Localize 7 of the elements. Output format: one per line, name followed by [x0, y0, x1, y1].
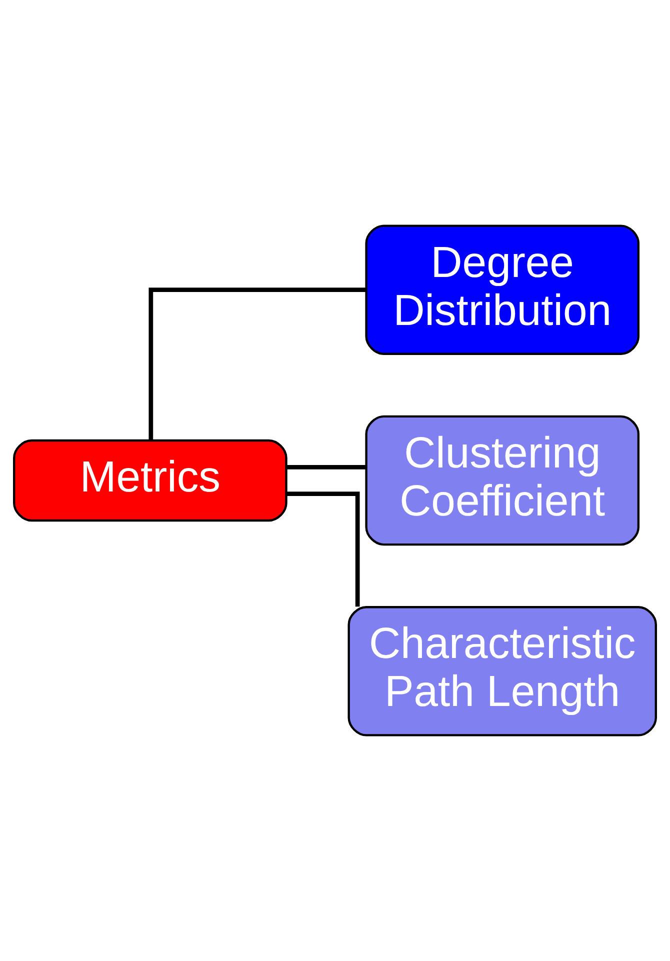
connector	[148, 288, 366, 440]
connector	[286, 464, 366, 470]
node-box: Characteristic Path Length	[348, 606, 657, 736]
node-box: Metrics	[13, 439, 288, 522]
node-box: Degree Distribution	[365, 224, 640, 355]
connector	[286, 492, 360, 607]
node-box: Clustering Coefficient	[365, 415, 640, 546]
